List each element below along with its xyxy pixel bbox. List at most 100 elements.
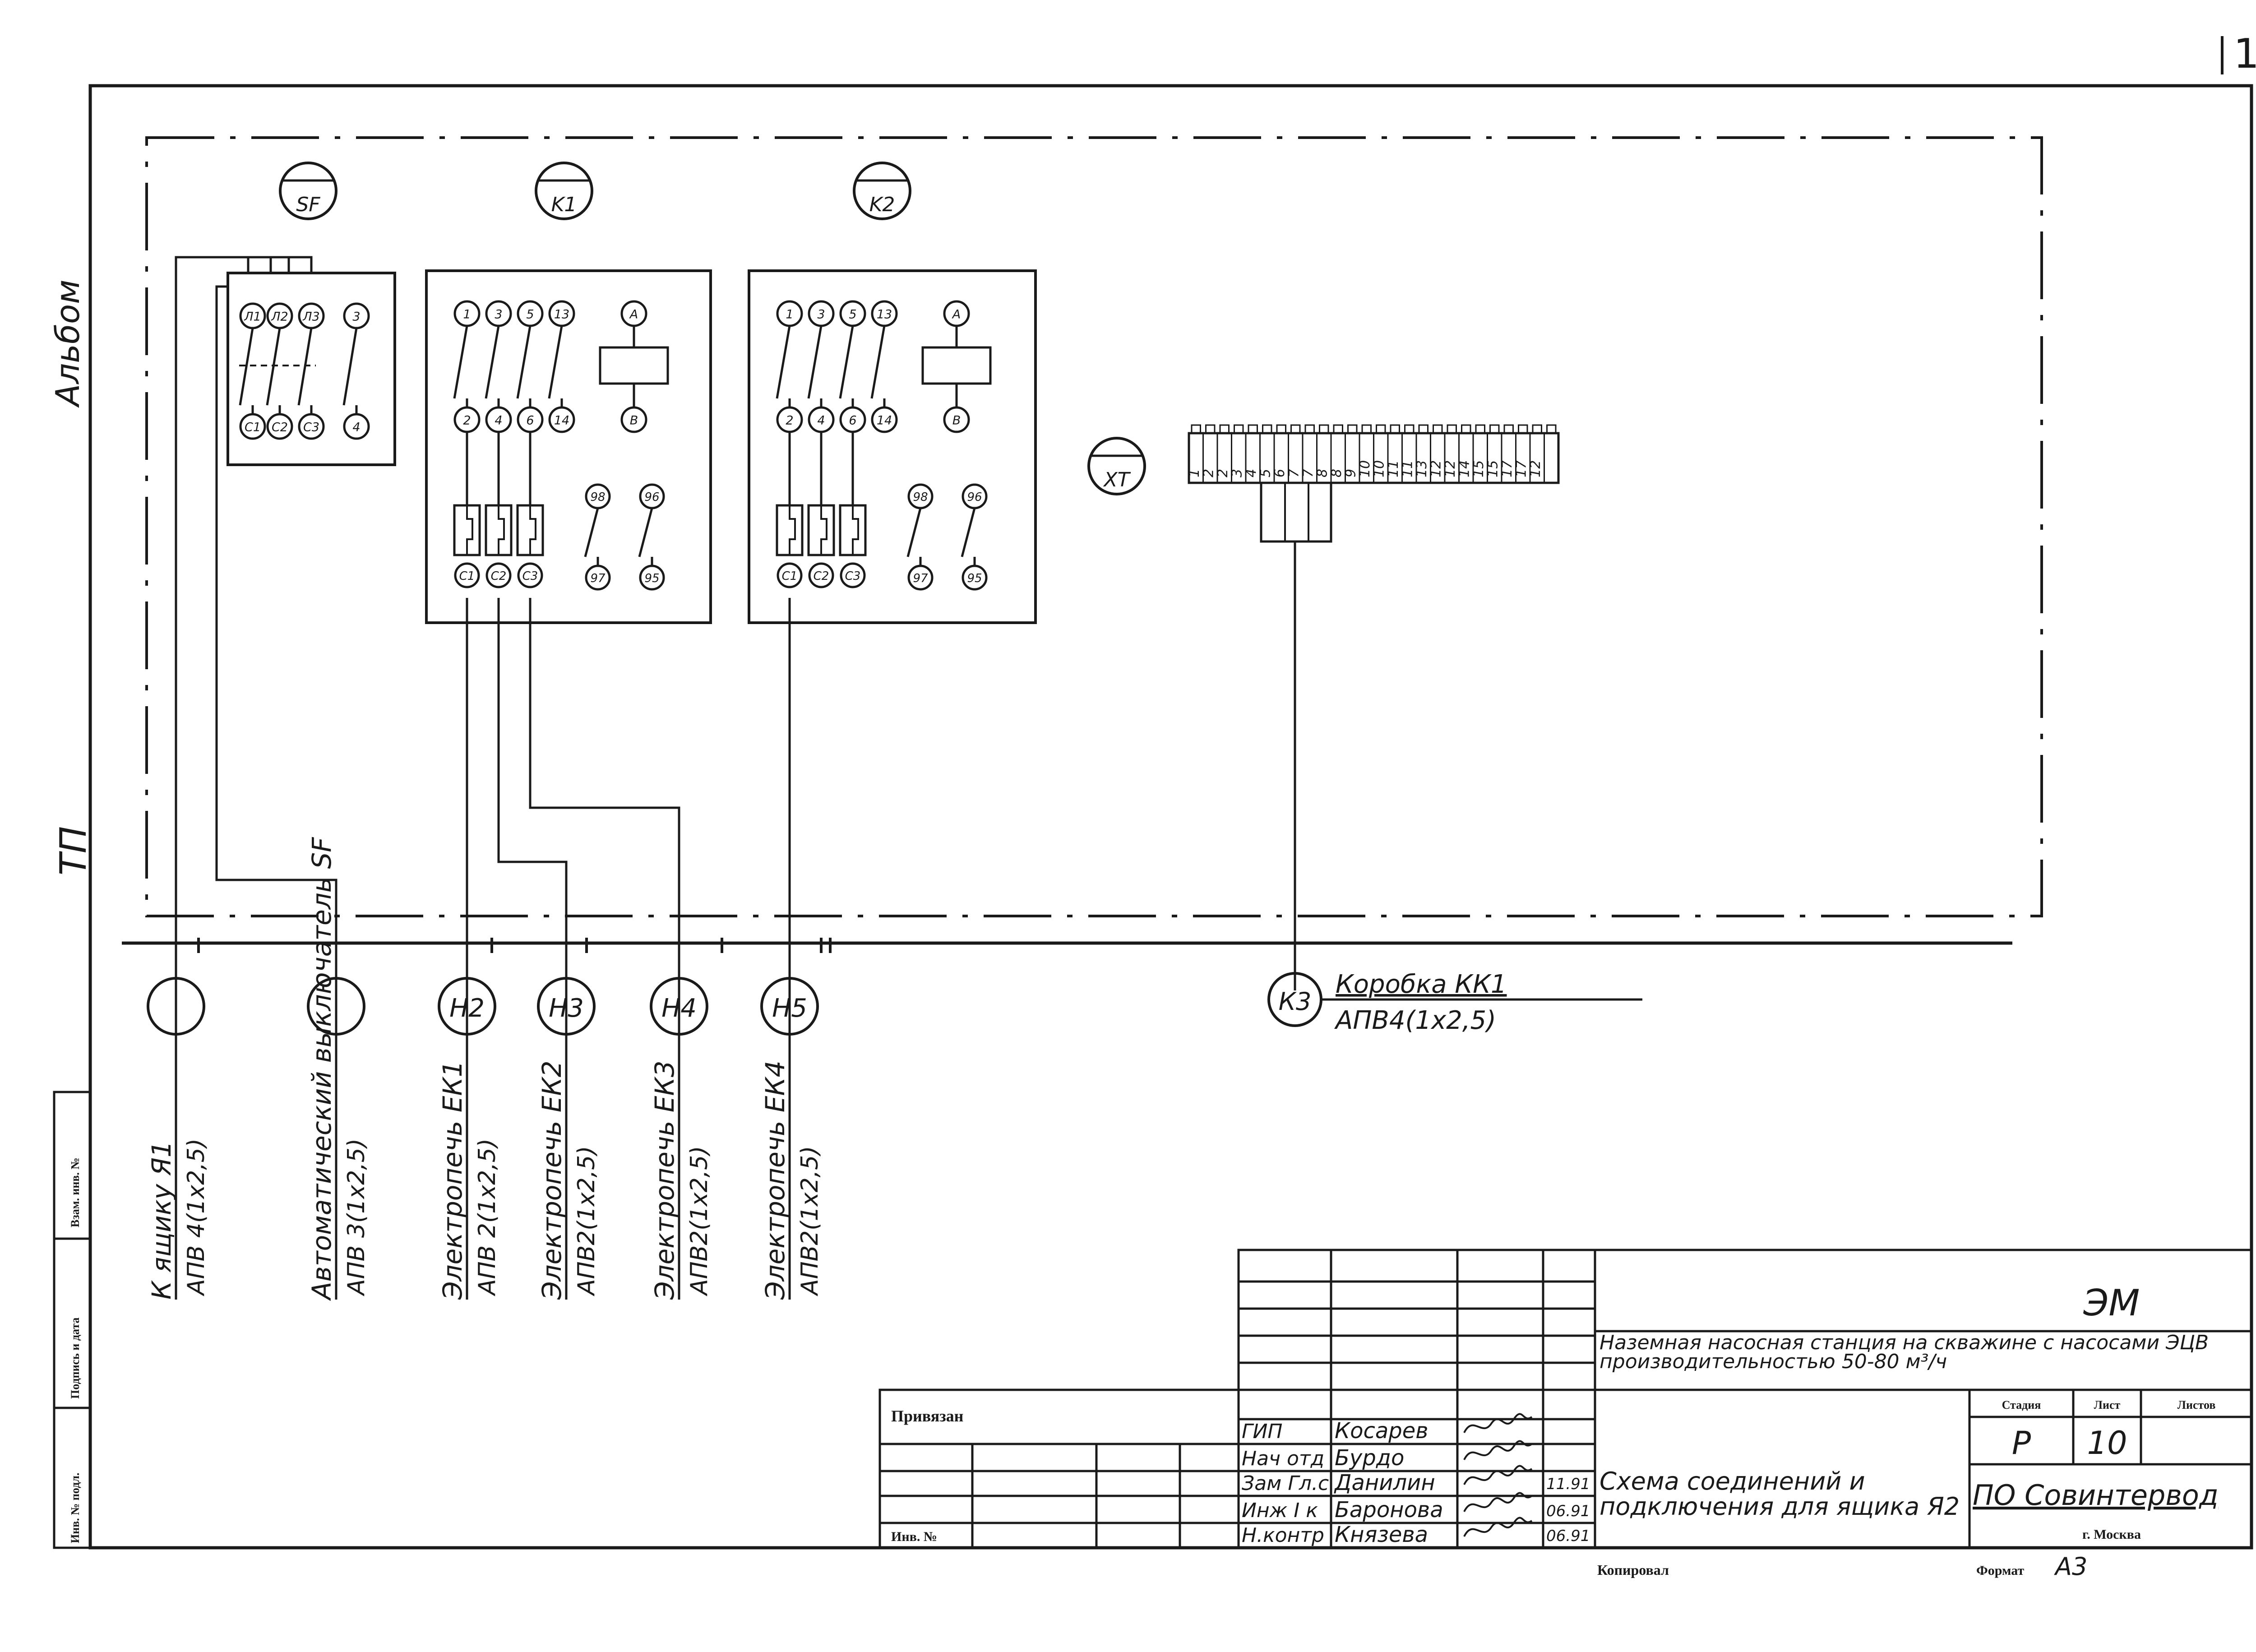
xt-screw-13	[1376, 424, 1386, 434]
xt-screw-7	[1290, 424, 1301, 434]
k2-contact-0	[776, 325, 791, 399]
xt-terminal-1: 2	[1201, 469, 1217, 477]
k2-contact-3	[870, 325, 886, 399]
xt-terminal-0: 1	[1187, 469, 1202, 477]
cabinet-boundary	[145, 136, 2043, 917]
k2-out-terminal-2-label: С3	[845, 569, 861, 583]
xt-terminal-6: 6	[1272, 469, 1288, 477]
signer-role-0: ГИП	[1242, 1420, 1283, 1443]
k1-aux-bottom-0-label: 97	[590, 572, 606, 585]
k1-top-terminal-0-label: 1	[463, 307, 471, 321]
signer-date-4: 06.91	[1546, 1527, 1590, 1545]
xt-terminal-15: 11	[1400, 460, 1416, 477]
k2-out-terminal-0-label: С1	[782, 569, 798, 583]
k1-coil-top-label: А	[629, 307, 638, 321]
cable-tag-2: Н2	[449, 994, 485, 1023]
xt-screw-15	[1404, 424, 1415, 434]
k2-bottom-terminal-1-label: 4	[817, 413, 825, 427]
xt-terminal-16: 13	[1414, 460, 1430, 477]
xt-screw-6	[1276, 424, 1286, 434]
k2-bottom-terminal-3-label: 14	[877, 413, 892, 427]
xt-terminal-17: 12	[1428, 460, 1444, 477]
xt-terminal-2: 2	[1215, 469, 1231, 477]
cable-spec-3: АПВ2(1х2,5)	[573, 1146, 600, 1296]
k1-contact-0	[453, 325, 468, 399]
xt-screw-4	[1248, 424, 1258, 434]
k1-bottom-terminal-1-label: 4	[495, 413, 502, 427]
stamp-inv: Инв. № подл.	[69, 1473, 82, 1543]
xt-terminal-11: 9	[1343, 469, 1359, 477]
xt-screw-8	[1304, 424, 1315, 434]
signer-name-4: Князева	[1335, 1522, 1428, 1547]
signer-name-3: Баронова	[1335, 1497, 1443, 1522]
xt-screw-25	[1546, 424, 1557, 434]
cable-label-2: Электропечь ЕК1	[437, 1060, 468, 1300]
xt-screw-3	[1234, 424, 1244, 434]
side-label-album: Альбом	[49, 280, 87, 408]
signer-signature-2	[1463, 1465, 1533, 1485]
sf-bottom-terminal-3-label: 4	[352, 420, 360, 434]
cable-label-0: К ящику Я1	[146, 1141, 177, 1300]
k1-thermal-element-1	[498, 505, 505, 555]
xt-screw-1	[1205, 424, 1216, 434]
k2-top-terminal-3-label: 13	[877, 307, 892, 321]
sheet-value: 10	[2087, 1425, 2127, 1462]
xt-terminal-18: 12	[1442, 460, 1458, 477]
k1-bottom-terminal-0-label: 2	[463, 413, 471, 427]
k1-aux-top-1-label: 96	[644, 491, 659, 504]
signer-name-1: Бурдо	[1335, 1445, 1404, 1471]
k1-out-terminal-2-circle	[517, 562, 543, 588]
xt-terminal-9: 8	[1315, 469, 1331, 477]
outer-frame	[88, 84, 2253, 1550]
wiring	[175, 256, 791, 990]
organization: ПО Совинтервод	[1973, 1479, 2219, 1512]
cable-tag-3: Н3	[549, 994, 584, 1023]
signer-role-2: Зам Гл.с	[1242, 1472, 1329, 1495]
cable-label-3: Электропечь ЕК2	[536, 1060, 567, 1300]
k2-out-terminal-1-label: С2	[814, 569, 829, 583]
signer-signature-0	[1463, 1413, 1533, 1433]
xt-connector	[1260, 481, 1332, 543]
sf-contact-2	[297, 328, 313, 406]
xt-screw-19	[1461, 424, 1471, 434]
sheet-number: 1	[2233, 30, 2256, 78]
xt-screw-16	[1418, 424, 1428, 434]
k1-out-terminal-0-label: С1	[459, 569, 475, 583]
xt-screw-14	[1390, 424, 1400, 434]
xt-screw-2	[1219, 424, 1230, 434]
k1-coil	[599, 346, 669, 385]
k1-contact-3	[548, 325, 563, 399]
sf-bottom-terminal-0-label: С1	[245, 420, 261, 434]
k2-aux-contact-1	[961, 508, 976, 557]
k1-aux-contact-0	[584, 508, 599, 557]
cable-label-1: Автоматический выключатель SF	[306, 837, 337, 1301]
project-title: Наземная насосная станция на скважине с …	[1600, 1333, 2209, 1373]
sheet-header: Лист	[2094, 1398, 2121, 1411]
xt-terminal-7: 7	[1286, 469, 1302, 477]
sheet-title: Схема соединений и подключения для ящика…	[1600, 1469, 1960, 1521]
xt-terminal-22: 17	[1499, 460, 1515, 477]
xt-screw-10	[1333, 424, 1343, 434]
k1-bottom-terminal-2-label: 6	[526, 413, 534, 427]
sf-contact-0	[239, 328, 254, 406]
k1-coil-bottom-label: В	[630, 413, 638, 427]
cable-tag-4: Н4	[661, 994, 697, 1023]
k2-top-terminal-2-label: 5	[849, 307, 856, 321]
side-label-tp: ТП	[52, 826, 94, 875]
stamp-vzam: Взам. инв. №	[69, 1157, 82, 1227]
xt-terminal-5: 5	[1258, 469, 1274, 477]
k1-top-terminal-3-label: 13	[554, 307, 569, 321]
cable-label-4: Электропечь ЕК3	[649, 1060, 680, 1300]
k1-aux-contact-1	[638, 508, 653, 557]
k1-out-terminal-1-circle	[485, 562, 512, 588]
xt-screw-22	[1503, 424, 1514, 434]
k2-out-terminal-1-circle	[808, 562, 834, 588]
k2-thermal-element-1	[820, 505, 828, 555]
xt-screw-23	[1518, 424, 1528, 434]
signer-role-1: Нач отд	[1242, 1447, 1324, 1470]
cable-spec-5: АПВ2(1х2,5)	[796, 1146, 823, 1296]
xt-terminal-23: 17	[1514, 460, 1530, 477]
format-label: Формат	[1976, 1563, 2024, 1578]
